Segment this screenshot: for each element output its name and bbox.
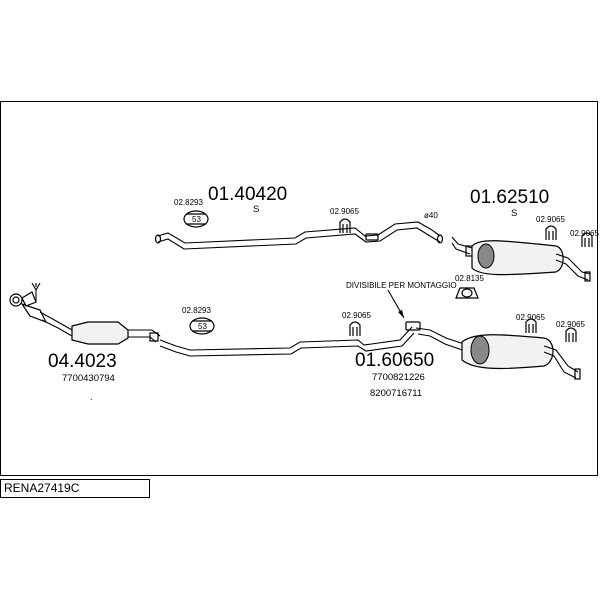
hanger-9065-f [565,327,577,342]
upper-rear-muffler [451,236,591,282]
svg-text:53: 53 [192,215,201,224]
montaggio-note: DIVISIBILE PER MONTAGGIO [346,281,457,290]
hanger-9065-a [339,218,351,233]
diagram-frame [0,101,598,476]
lower-front-pipe-catalyst [9,282,161,345]
diameter-label: ø40 [424,211,438,220]
clamp-label-lower: 02.8293 [182,306,211,315]
hanger-label-b: 02.9065 [536,215,565,224]
clamp-8293-upper: 53 [183,210,209,228]
part-tag-upper-rear: S [511,208,517,219]
lower-middle-pipe [159,321,471,357]
mount-label: 02.8135 [455,274,484,283]
hanger-9065-c [581,232,593,247]
mount-8135 [455,287,479,299]
hanger-9065-e [525,318,537,333]
note-arrowhead [398,310,404,318]
part-tag-upper-middle: S [253,204,259,215]
diagram-code: RENA27419C [4,481,80,495]
part-number-lower-middle: 01.60650 [355,350,434,371]
clamp-label-upper: 02.8293 [174,198,203,207]
upper-middle-pipe [154,221,444,250]
part-number-upper-rear: 01.62510 [470,187,549,208]
part-ref1-lower-middle: 7700821226 [372,372,425,383]
part-ref-front: 7700430794 [62,373,115,384]
hanger-label-a: 02.9065 [330,207,359,216]
part-number-upper-middle: 01.40420 [208,184,287,205]
hanger-9065-b [545,225,557,240]
front-dot: . [90,392,93,403]
svg-text:53: 53 [198,322,207,331]
hanger-9065-d [349,321,361,336]
hanger-label-d: 02.9065 [342,311,371,320]
part-ref2-lower-middle: 8200716711 [370,388,422,399]
lower-rear-muffler [461,334,581,380]
hanger-label-e: 02.9065 [516,313,545,322]
hanger-label-f: 02.9065 [556,320,585,329]
part-number-front: 04.4023 [48,351,117,372]
hanger-label-c: 02.9065 [570,229,599,238]
diagram-code-box: RENA27419C [0,479,150,498]
clamp-8293-lower: 53 [189,317,215,335]
